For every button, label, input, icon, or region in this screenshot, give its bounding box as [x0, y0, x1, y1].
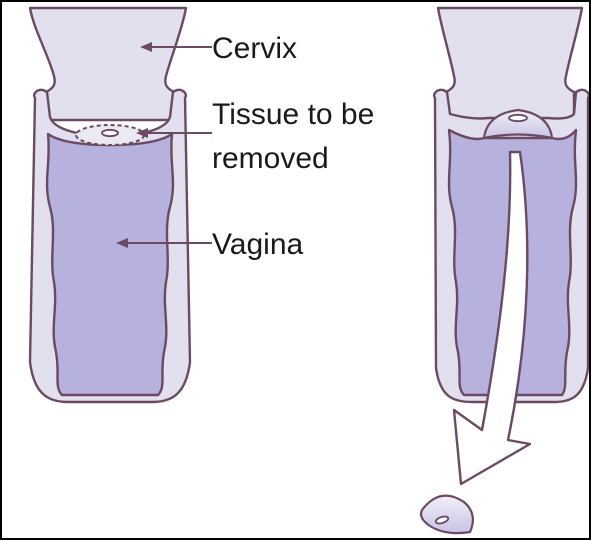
- labels: Cervix Tissue to be removed Vagina: [212, 32, 374, 261]
- removed-tissue: [421, 496, 473, 534]
- before-panel: [30, 8, 190, 402]
- cervical-os: [102, 130, 118, 136]
- cervix-shape: [30, 8, 186, 120]
- cervix-label: Cervix: [212, 32, 297, 65]
- cervical-os-right: [509, 115, 527, 121]
- tissue-label-line1: Tissue to be: [212, 98, 374, 131]
- vagina-label: Vagina: [212, 228, 304, 261]
- tissue-label-line2: removed: [212, 142, 329, 175]
- vaginal-canal: [47, 134, 173, 395]
- after-panel: [421, 8, 589, 533]
- cervix-shape-right: [438, 8, 582, 120]
